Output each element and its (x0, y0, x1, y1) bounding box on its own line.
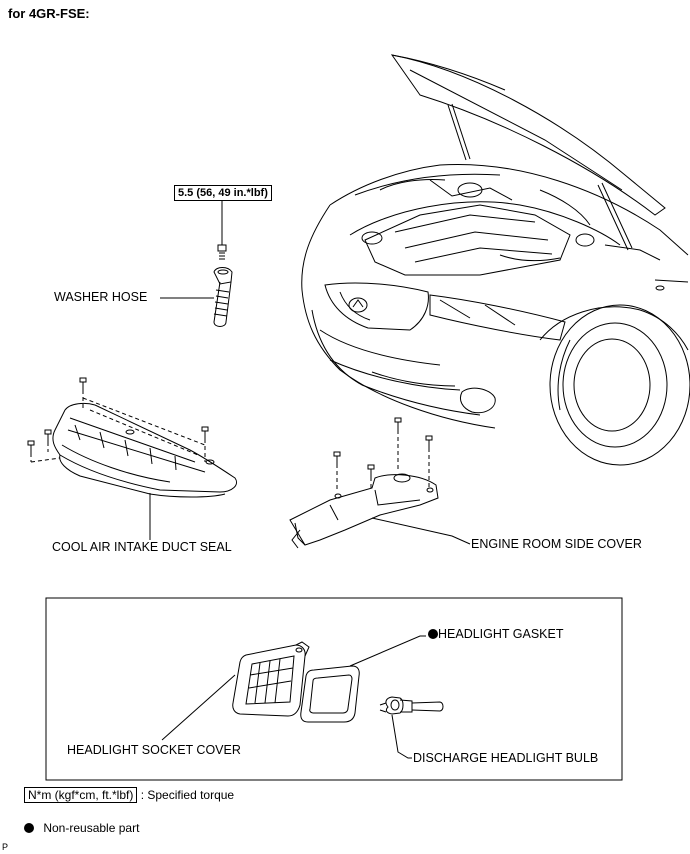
corner-mark: P (2, 842, 9, 852)
socket-cover-leader-line (161, 674, 236, 741)
non-reusable-dot-icon (24, 823, 34, 833)
legend-nonreusable-desc: Non-reusable part (43, 821, 140, 835)
vehicle-front-illustration (301, 54, 690, 466)
label-discharge-headlight-bulb: DISCHARGE HEADLIGHT BULB (413, 751, 599, 765)
gasket-leader-line (349, 635, 426, 667)
label-engine-room-side-cover: ENGINE ROOM SIDE COVER (471, 537, 642, 551)
clip-icon (333, 417, 433, 477)
headlight-parts-box (45, 597, 623, 781)
legend-nonreusable: Non-reusable part (24, 821, 139, 835)
legend-torque-unit: N*m (kgf*cm, ft.*lbf) (24, 787, 138, 803)
bulb-leader-line (391, 714, 412, 759)
label-headlight-gasket: HEADLIGHT GASKET (428, 627, 564, 641)
legend-torque-desc: : Specified torque (140, 788, 235, 802)
label-washer-hose: WASHER HOSE (54, 290, 148, 304)
washer-hose-icon (213, 267, 233, 327)
headlight-gasket-icon (300, 635, 426, 723)
headlight-socket-cover-icon (161, 641, 310, 741)
headlight-gasket-text: HEADLIGHT GASKET (438, 627, 564, 641)
label-headlight-socket-cover: HEADLIGHT SOCKET COVER (67, 743, 241, 757)
legend-torque: N*m (kgf*cm, ft.*lbf) : Specified torque (24, 787, 235, 803)
discharge-headlight-bulb-icon (379, 696, 444, 759)
cool-air-intake-duct-seal-group (27, 377, 237, 540)
side-cover-leader-line (371, 517, 471, 545)
page-title: for 4GR-FSE: (8, 6, 90, 21)
clip-icon (27, 377, 209, 453)
bolt-icon (217, 244, 227, 260)
washer-hose-group (162, 198, 233, 327)
engine-room-side-cover-group (289, 417, 471, 549)
non-reusable-dot-icon (428, 629, 438, 639)
torque-callout: 5.5 (56, 49 in.*lbf) (174, 185, 272, 201)
label-cool-air-intake-duct-seal: COOL AIR INTAKE DUCT SEAL (52, 540, 232, 554)
